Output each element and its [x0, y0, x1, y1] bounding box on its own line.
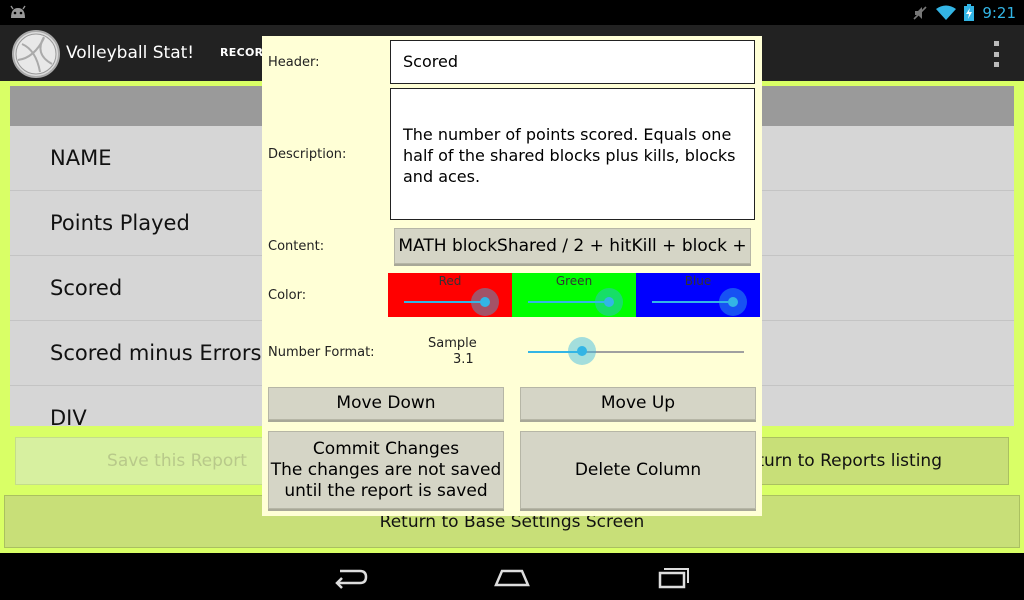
- sample-label: Sample: [428, 336, 477, 351]
- column-edit-dialog: Header: Scored Description: The number o…: [262, 36, 762, 516]
- back-icon[interactable]: [330, 563, 370, 591]
- home-icon[interactable]: [492, 563, 532, 591]
- content-label: Content:: [268, 239, 325, 254]
- sample-value: 3.1: [453, 352, 474, 367]
- navigation-bar: [0, 553, 1024, 600]
- volleyball-app-icon[interactable]: [12, 30, 60, 78]
- app-title: Volleyball Stat!: [66, 43, 195, 63]
- blue-slider-thumb[interactable]: [718, 288, 747, 316]
- battery-charging-icon: [964, 4, 975, 21]
- tab-record[interactable]: RECORD: [220, 46, 273, 59]
- number-format-slider-fill: [528, 351, 582, 353]
- overflow-menu-icon[interactable]: [992, 41, 1000, 67]
- number-format-slider-rest: [582, 351, 744, 353]
- commit-changes-title: Commit Changes: [312, 438, 460, 459]
- status-bar: 9:21: [0, 0, 1024, 25]
- android-icon: [10, 5, 26, 18]
- green-label: Green: [555, 274, 593, 288]
- move-down-button[interactable]: Move Down: [268, 387, 504, 420]
- description-input[interactable]: The number of points scored. Equals one …: [390, 88, 755, 220]
- header-input[interactable]: Scored: [390, 40, 755, 84]
- mute-icon: [913, 5, 927, 20]
- red-color-picker: Red: [388, 273, 512, 317]
- red-slider[interactable]: [404, 301, 485, 303]
- green-slider[interactable]: [528, 301, 609, 303]
- clock: 9:21: [982, 3, 1016, 22]
- list-item[interactable]: DIV: [10, 386, 1014, 426]
- delete-column-button[interactable]: Delete Column: [520, 431, 756, 509]
- header-label: Header:: [268, 55, 320, 70]
- number-format-slider[interactable]: [528, 337, 744, 365]
- commit-changes-note-1: The changes are not saved: [270, 459, 502, 480]
- color-label: Color:: [268, 288, 307, 303]
- green-color-picker: Green: [512, 273, 636, 317]
- move-up-button[interactable]: Move Up: [520, 387, 756, 420]
- number-format-slider-thumb[interactable]: [568, 337, 596, 365]
- red-label: Red: [438, 274, 462, 288]
- description-label: Description:: [268, 147, 347, 162]
- blue-color-picker: Blue: [636, 273, 760, 317]
- content-button[interactable]: MATH blockShared / 2 + hitKill + block +: [394, 228, 751, 264]
- blue-label: Blue: [684, 274, 712, 288]
- number-format-label: Number Format:: [268, 345, 375, 360]
- red-slider-thumb[interactable]: [470, 288, 499, 316]
- commit-changes-button[interactable]: Commit Changes The changes are not saved…: [268, 431, 504, 509]
- wifi-icon: [936, 5, 957, 20]
- recent-apps-icon[interactable]: [654, 563, 694, 591]
- blue-slider[interactable]: [652, 301, 733, 303]
- commit-changes-note-2: until the report is saved: [284, 480, 488, 501]
- volleyball-icon: [15, 33, 57, 75]
- green-slider-thumb[interactable]: [594, 288, 623, 316]
